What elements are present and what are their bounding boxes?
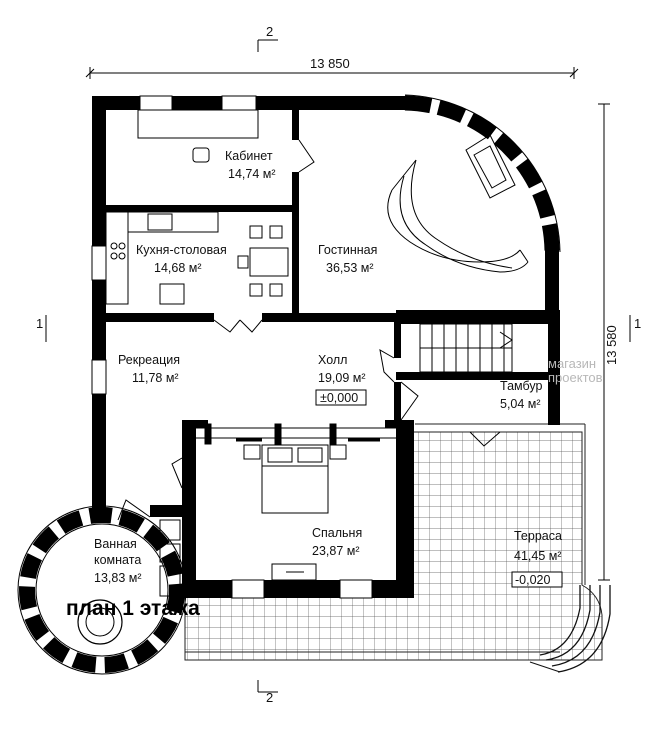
terrace-steps <box>529 585 611 673</box>
staircase <box>419 323 513 373</box>
plan-title: план 1 этажа <box>66 597 200 620</box>
room-name-terrace: Терраса <box>514 529 562 543</box>
section-mark-bottom: 2 <box>266 690 273 705</box>
room-name-hall: Холл <box>318 353 347 367</box>
room-name-bathroom: Ванная <box>94 537 137 551</box>
room-name-vestibule: Тамбур <box>500 379 542 393</box>
terrace-floor <box>184 423 603 661</box>
watermark-line-1: магазин <box>548 356 596 371</box>
room-area-bathroom: 13,83 м² <box>94 571 142 585</box>
watermark-line-2: проектов <box>548 370 603 385</box>
overall-width: 13 850 <box>310 56 350 71</box>
section-mark-right: 1 <box>634 316 641 331</box>
interior-walls <box>106 110 401 428</box>
terrace-level: -0,020 <box>515 573 550 587</box>
curved-living-wall <box>404 94 561 253</box>
section-mark-top: 2 <box>266 24 273 39</box>
hall-level: ±0,000 <box>320 391 358 405</box>
room-area-living: 36,53 м² <box>326 261 374 275</box>
dimension-lines <box>45 39 631 693</box>
room-area-hall: 19,09 м² <box>318 371 366 385</box>
room-name-living: Гостинная <box>318 243 377 257</box>
section-mark-left: 1 <box>36 316 43 331</box>
hall-level-box <box>315 389 367 406</box>
doors <box>117 139 501 521</box>
room-area-office: 14,74 м² <box>228 167 276 181</box>
room-name-recreation: Рекреация <box>118 353 180 367</box>
room-name-bathroom-2: комната <box>94 553 141 567</box>
room-name-bedroom: Спальня <box>312 526 362 540</box>
bathroom-tower <box>17 505 187 675</box>
room-name-kitchen: Кухня-столовая <box>136 243 227 257</box>
room-area-recreation: 11,78 м² <box>132 371 179 385</box>
windows <box>91 95 373 599</box>
room-area-vestibule: 5,04 м² <box>500 397 541 411</box>
room-area-kitchen: 14,68 м² <box>154 261 202 275</box>
furniture <box>105 109 529 597</box>
room-name-office: Кабинет <box>225 149 273 163</box>
room-area-terrace: 41,45 м² <box>514 549 562 563</box>
bedroom-wardrobe <box>196 423 400 445</box>
terrace-level-box <box>511 571 563 588</box>
room-area-bedroom: 23,87 м² <box>312 544 360 558</box>
overall-depth: 13 580 <box>604 325 619 365</box>
